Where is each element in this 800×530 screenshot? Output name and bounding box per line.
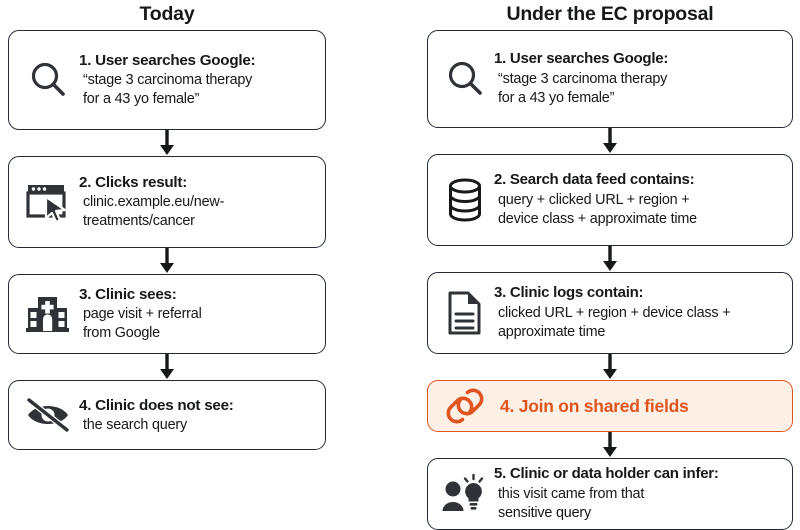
step-heading: 1. User searches Google: bbox=[494, 50, 669, 68]
browser-window-cursor-icon bbox=[17, 180, 79, 224]
step-heading: 5. Clinic or data holder can infer: bbox=[494, 465, 719, 483]
hospital-icon bbox=[17, 292, 79, 336]
connector-arrow bbox=[427, 432, 793, 458]
step-heading: 1. User searches Google: bbox=[79, 52, 256, 70]
step-box-ec-4-join[interactable]: 4. Join on shared fields bbox=[427, 380, 793, 432]
step-body: “stage 3 carcinoma therapy for a 43 yo f… bbox=[494, 70, 782, 107]
magnifier-icon bbox=[436, 57, 494, 101]
step-body-line: “stage 3 carcinoma therapy bbox=[498, 71, 668, 88]
step-box-ec-3[interactable]: 3. Clinic logs contain: clicked URL + re… bbox=[427, 272, 793, 354]
step-box-ec-5[interactable]: 5. Clinic or data holder can infer: this… bbox=[427, 458, 793, 530]
step-body-line: device class + approximate time bbox=[498, 210, 697, 227]
step-body-line: for a 43 yo female” bbox=[498, 89, 615, 106]
document-icon bbox=[436, 290, 494, 336]
database-icon bbox=[436, 177, 494, 223]
step-body-line: approximate time bbox=[498, 323, 606, 340]
step-heading: 4. Clinic does not see: bbox=[79, 396, 234, 414]
step-body-line: sensitive query bbox=[498, 504, 591, 521]
step-text: 2. Clicks result: clinic.example.eu/new-… bbox=[79, 173, 315, 231]
step-body-line: this visit came from that bbox=[498, 486, 645, 503]
step-body-line: page visit + referral bbox=[83, 306, 202, 323]
step-body-line: “stage 3 carcinoma therapy bbox=[83, 72, 253, 89]
step-box-today-4[interactable]: 4. Clinic does not see: the search query bbox=[8, 380, 326, 450]
step-text: 1. User searches Google: “stage 3 carcin… bbox=[79, 51, 315, 109]
column-ec-proposal: Under the EC proposal 1. User searches G… bbox=[427, 0, 793, 530]
step-text: 5. Clinic or data holder can infer: this… bbox=[494, 465, 782, 522]
column-today: Today 1. User searches Google: “stage 3 … bbox=[8, 0, 326, 450]
step-box-today-3[interactable]: 3. Clinic sees: page visit + referral fr… bbox=[8, 274, 326, 354]
connector-arrow bbox=[8, 354, 326, 380]
step-body-line: query + clicked URL + region + bbox=[498, 192, 690, 209]
person-lightbulb-icon bbox=[436, 472, 494, 516]
step-text: 1. User searches Google: “stage 3 carcin… bbox=[494, 50, 782, 107]
step-body-line: for a 43 yo female” bbox=[83, 91, 200, 108]
magnifier-icon bbox=[17, 58, 79, 102]
step-box-ec-2[interactable]: 2. Search data feed contains: query + cl… bbox=[427, 154, 793, 246]
link-chain-icon bbox=[436, 386, 494, 426]
step-body-line: treatments/cancer bbox=[83, 213, 195, 230]
step-body-line: the search query bbox=[83, 416, 187, 433]
step-body-line: clicked URL + region + device class + bbox=[498, 305, 731, 322]
step-body: clicked URL + region + device class + ap… bbox=[494, 304, 782, 341]
step-box-today-2[interactable]: 2. Clicks result: clinic.example.eu/new-… bbox=[8, 156, 326, 248]
step-box-today-1[interactable]: 1. User searches Google: “stage 3 carcin… bbox=[8, 30, 326, 130]
step-body: query + clicked URL + region + device cl… bbox=[494, 191, 782, 228]
step-heading: 4. Join on shared fields bbox=[500, 395, 689, 416]
step-box-ec-1[interactable]: 1. User searches Google: “stage 3 carcin… bbox=[427, 30, 793, 128]
connector-arrow bbox=[427, 128, 793, 154]
column-title-today: Today bbox=[139, 3, 195, 25]
step-body: clinic.example.eu/new- treatments/cancer bbox=[79, 193, 315, 230]
step-body: “stage 3 carcinoma therapy for a 43 yo f… bbox=[79, 71, 315, 108]
connector-arrow bbox=[8, 248, 326, 274]
step-heading: 3. Clinic logs contain: bbox=[494, 284, 644, 302]
connector-arrow bbox=[8, 130, 326, 156]
eye-slash-icon bbox=[17, 395, 79, 435]
step-text: 3. Clinic logs contain: clicked URL + re… bbox=[494, 284, 782, 341]
step-body: the search query bbox=[79, 416, 315, 435]
connector-arrow bbox=[427, 354, 793, 380]
step-body: this visit came from that sensitive quer… bbox=[494, 485, 782, 522]
step-text: 3. Clinic sees: page visit + referral fr… bbox=[79, 285, 315, 343]
step-text: 4. Join on shared fields bbox=[494, 395, 782, 417]
step-text: 2. Search data feed contains: query + cl… bbox=[494, 171, 782, 228]
step-body: page visit + referral from Google bbox=[79, 305, 315, 342]
step-body-line: from Google bbox=[83, 325, 160, 342]
step-heading: 2. Search data feed contains: bbox=[494, 171, 695, 189]
column-title-ec-proposal: Under the EC proposal bbox=[506, 3, 714, 25]
connector-arrow bbox=[427, 246, 793, 272]
step-heading: 2. Clicks result: bbox=[79, 174, 188, 192]
step-body-line: clinic.example.eu/new- bbox=[83, 194, 225, 211]
step-heading: 3. Clinic sees: bbox=[79, 286, 177, 304]
step-text: 4. Clinic does not see: the search query bbox=[79, 396, 315, 435]
